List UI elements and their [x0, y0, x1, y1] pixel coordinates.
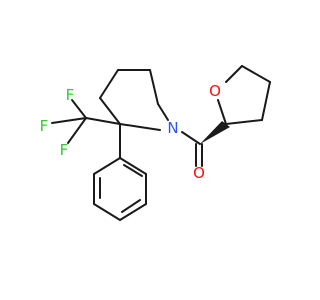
- thf-bond-c4-c3: [261, 81, 271, 121]
- phenyl-bond-1: [119, 157, 147, 175]
- atom-labels: F F F N O O: [40, 82, 221, 182]
- fluorine-label-2: F: [40, 117, 49, 135]
- pyrrolidine-ring: [99, 69, 169, 131]
- carbonyl-oxygen-label: O: [193, 164, 205, 182]
- phenyl-ring: [93, 123, 147, 221]
- bond-cf3-f2: [51, 117, 87, 124]
- thf-bond-o-c5: [225, 65, 243, 83]
- structure-diagram: F F F N O O: [40, 65, 271, 221]
- bond-n-c2: [119, 123, 161, 131]
- phenyl-bond-6: [93, 157, 121, 175]
- fluorine-label-3: F: [60, 141, 69, 159]
- thf-bond-c3-c2: [225, 119, 263, 125]
- ring-oxygen-label: O: [209, 82, 221, 100]
- thf-bond-c5-c4: [241, 65, 271, 83]
- stereo-wedge: [200, 121, 230, 144]
- molecule-canvas: F F F N O O: [40, 65, 271, 221]
- fluorine-label-1: F: [66, 86, 75, 104]
- bond-n-carbonyl: [181, 131, 201, 145]
- tetrahydrofuran-ring: [217, 65, 271, 125]
- phenyl-bond-3: [119, 203, 147, 221]
- bond-cf3-f3: [67, 117, 87, 144]
- phenyl-double-1: [123, 164, 143, 177]
- bond-c5-n: [157, 103, 169, 121]
- bond-c4-c5: [149, 69, 159, 105]
- phenyl-double-2: [121, 199, 141, 213]
- bond-c2-cf3: [85, 117, 121, 125]
- carbonyl-group: [181, 121, 230, 167]
- bond-c2-quaternary: [99, 97, 121, 125]
- bond-c2-c3: [99, 69, 119, 99]
- bond-cf3-f1: [71, 99, 87, 119]
- trifluoromethyl-group: [51, 99, 121, 144]
- nitrogen-label: N: [167, 119, 178, 137]
- thf-bond-c2-o: [217, 99, 227, 125]
- phenyl-bond-4: [93, 203, 121, 221]
